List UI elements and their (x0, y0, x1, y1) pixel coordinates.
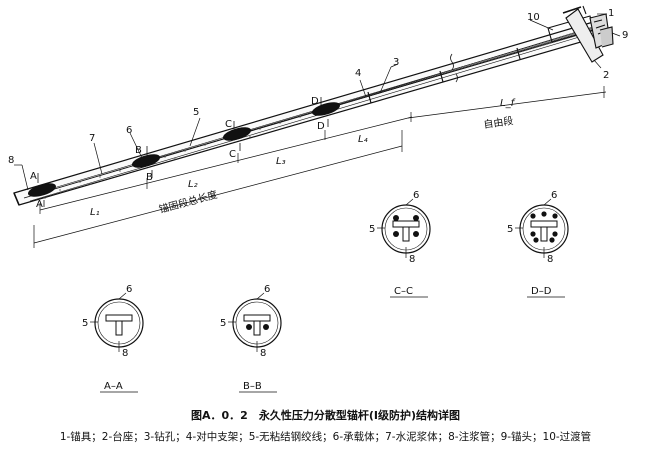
svg-text:6: 6 (413, 190, 419, 201)
svg-text:6: 6 (551, 190, 557, 201)
section-marker-labels: A A B B C C D D (30, 96, 325, 210)
cut-d-bottom: D (317, 121, 325, 132)
callout-6: 6 (126, 125, 132, 136)
anchor-body (13, 19, 606, 206)
dim-lf: L_f (500, 98, 516, 109)
dim-l4: L₄ (358, 134, 368, 145)
bearing-body-a (28, 183, 56, 197)
dim-l3: L₃ (276, 156, 286, 167)
strand-line (139, 29, 597, 164)
cut-d-top: D (311, 96, 319, 107)
figure-legend: 1-锚具；2-台座；3-钻孔；4-对中支架；5-无粘结钢绞线；6-承载体；7-水… (59, 431, 592, 443)
svg-text:8: 8 (547, 254, 553, 265)
svg-text:8: 8 (409, 254, 415, 265)
section-markers (37, 97, 329, 207)
free-segment-label: 自由段 (483, 114, 515, 131)
cut-c-top: C (225, 119, 232, 130)
strand-line (234, 27, 597, 136)
anchor-head (547, 5, 614, 63)
grout-texture (44, 116, 301, 199)
callout-5: 5 (193, 107, 199, 118)
cut-c-bottom: C (229, 149, 236, 160)
dimension-labels: L₁ L₂ L₃ L₄ L_f 锚固段总长度 自由段 (90, 98, 516, 218)
dim-l1: L₁ (90, 207, 100, 218)
svg-text:6: 6 (126, 284, 132, 295)
anchor-total-length: 锚固段总长度 (157, 188, 218, 216)
section-bb: 6 5 8 B–B (220, 284, 282, 393)
callout-1: 1 (608, 8, 614, 19)
section-cc-label: C–C (394, 286, 413, 297)
callout-leaders (14, 13, 621, 191)
svg-text:5: 5 (507, 224, 513, 235)
callout-3: 3 (393, 57, 399, 68)
figure-title: 图A．0．2 永久性压力分散型锚杆(Ⅰ级防护)结构详图 (191, 409, 460, 422)
section-dd-label: D–D (531, 286, 552, 297)
cut-b-top: B (135, 145, 142, 156)
section-aa-label: A–A (104, 381, 123, 392)
cut-a-bottom: A (36, 199, 43, 210)
callout-2: 2 (603, 70, 609, 81)
cut-a-top: A (30, 171, 37, 182)
bearing-body-c (223, 127, 251, 141)
callout-9: 9 (622, 30, 628, 41)
section-aa: 6 5 8 A–A (82, 284, 144, 393)
svg-text:8: 8 (260, 348, 266, 359)
borehole-outline (13, 19, 606, 206)
svg-text:8: 8 (122, 348, 128, 359)
section-bb-label: B–B (243, 381, 262, 392)
svg-text:5: 5 (369, 224, 375, 235)
cut-b-bottom: B (146, 172, 153, 183)
dim-l2: L₂ (188, 179, 198, 190)
section-dd: 6 5 8 D–D (507, 190, 569, 298)
callout-7: 7 (89, 133, 95, 144)
callout-8: 8 (8, 155, 14, 166)
svg-text:5: 5 (82, 318, 88, 329)
strand-line (319, 25, 597, 111)
bearing-body-b (132, 154, 160, 168)
callout-labels: 1 9 2 3 4 5 6 7 8 10 (8, 8, 628, 166)
callout-4: 4 (355, 68, 361, 79)
callout-10: 10 (527, 12, 540, 23)
anchor-head-cap (599, 26, 614, 48)
strand-line (29, 31, 597, 202)
dimension-lines (33, 86, 607, 248)
svg-text:5: 5 (220, 318, 226, 329)
svg-text:6: 6 (264, 284, 270, 295)
bearing-body-d (312, 102, 340, 116)
pedestal (565, 8, 604, 63)
section-cc: 6 5 8 C–C (369, 190, 431, 298)
